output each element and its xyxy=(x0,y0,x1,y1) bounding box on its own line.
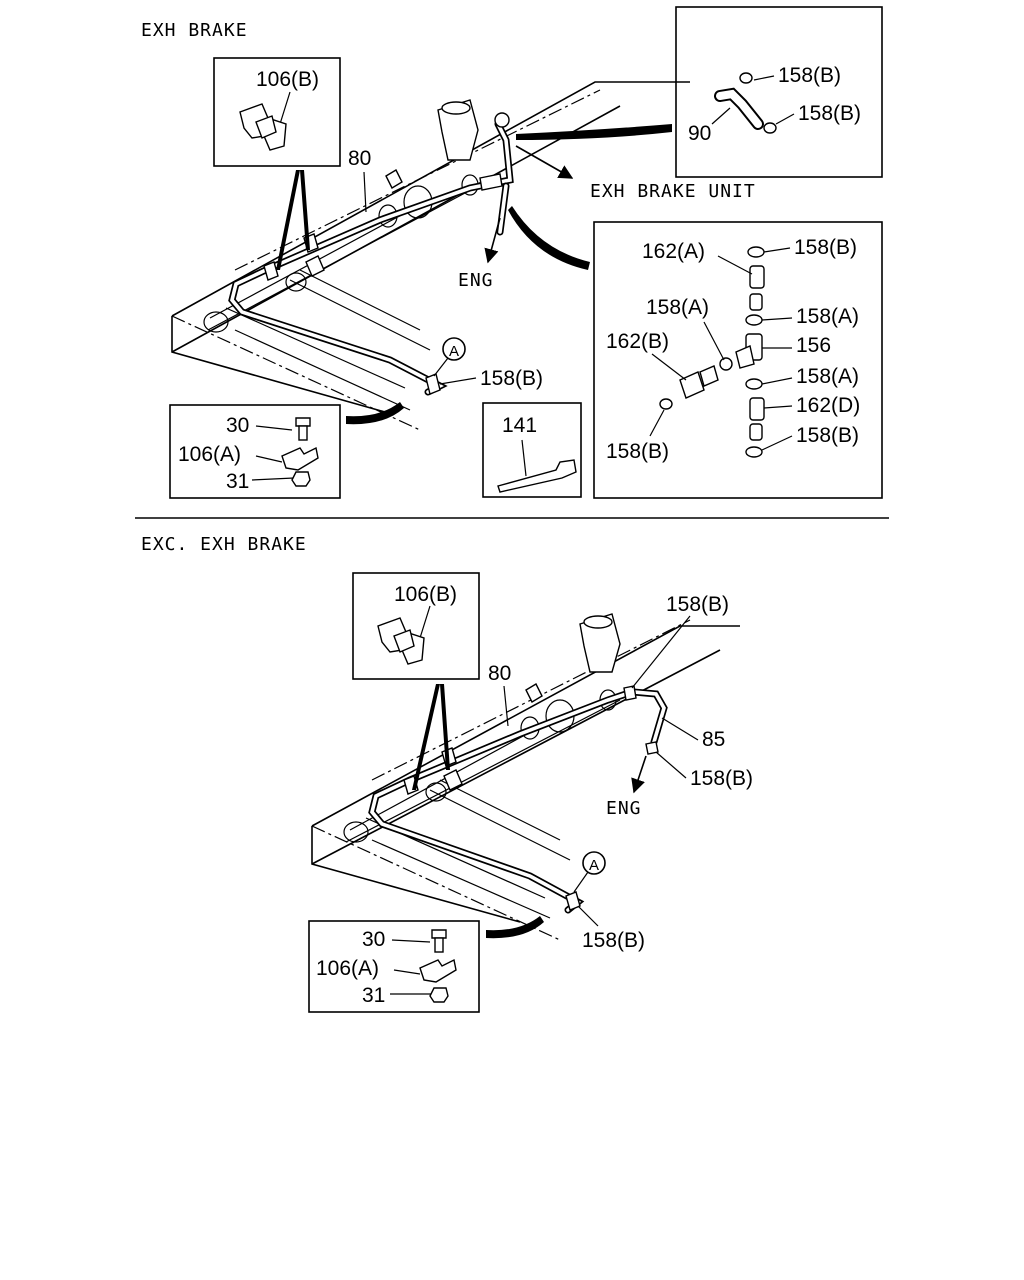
top-callout-162a: 162(A) xyxy=(642,240,705,263)
bottom-callout-158b-end: 158(B) xyxy=(582,929,645,952)
top-callout-30: 30 xyxy=(226,414,249,437)
bottom-circle-a-leader xyxy=(573,871,589,893)
bottom-callout-80: 80 xyxy=(488,662,511,685)
bottom-callout-106a: 106(A) xyxy=(316,957,379,980)
top-circle-a-label: A xyxy=(449,343,459,360)
bottom-callout-158b-eng: 158(B) xyxy=(690,767,753,790)
top-callout-80-leader xyxy=(363,171,367,213)
top-callout-158a-2: 158(A) xyxy=(796,305,859,328)
top-callout-158b-hose-1: 158(B) xyxy=(778,64,841,87)
top-callout-80: 80 xyxy=(348,147,371,170)
top-callout-162d: 162(D) xyxy=(796,394,860,417)
top-circle-a xyxy=(442,337,466,361)
top-pointer-to-bracket-box xyxy=(276,170,310,270)
bottom-eng-label: ENG xyxy=(606,798,642,819)
top-hose-90-box: 158(B) 158(B) 90 xyxy=(675,6,883,178)
section-title-exh-brake: EXH BRAKE xyxy=(141,20,248,41)
bottom-callout-85: 85 xyxy=(702,728,725,751)
top-callout-141: 141 xyxy=(502,414,537,437)
top-arrow-eng xyxy=(484,217,501,264)
top-callout-158a-1: 158(A) xyxy=(646,296,709,319)
top-callout-158b-end: 158(B) xyxy=(480,367,543,390)
top-callout-106b: 106(B) xyxy=(256,68,319,91)
top-callout-158b-2: 158(B) xyxy=(796,424,859,447)
top-callout-90: 90 xyxy=(688,122,711,145)
bottom-callout-30: 30 xyxy=(362,928,385,951)
bottom-pointer-to-bracket-box xyxy=(412,684,450,790)
top-pointer-to-hose-box xyxy=(516,124,672,140)
top-pointer-to-unit-box xyxy=(508,206,590,270)
bottom-pipe-80 xyxy=(368,685,668,914)
bottom-arrow-eng xyxy=(631,755,647,794)
bottom-pointer-to-clamp-box xyxy=(486,916,544,939)
bottom-circle-a-label: A xyxy=(589,857,599,874)
bottom-callout-31: 31 xyxy=(362,984,385,1007)
top-eng-label: ENG xyxy=(458,270,494,291)
section-title-exc-exh-brake: EXC. EXH BRAKE xyxy=(141,534,307,555)
top-pointer-to-clamp-box xyxy=(346,402,404,425)
top-circle-a-leader xyxy=(433,357,449,377)
bottom-circle-a xyxy=(582,851,606,875)
bottom-callout-106b: 106(B) xyxy=(394,583,457,606)
top-callout-158b-1: 158(B) xyxy=(794,236,857,259)
top-unit-hoses-box: 162(A) 158(B) 158(A) 158(A) 162(B) 156 1… xyxy=(593,221,883,499)
bottom-clamp-box: 30 106(A) 31 xyxy=(308,920,480,1013)
bottom-bracket-106b-box: 106(B) xyxy=(352,572,480,680)
top-callout-31: 31 xyxy=(226,470,249,493)
bottom-callout-158b-top: 158(B) xyxy=(666,593,729,616)
top-callout-162b: 162(B) xyxy=(606,330,669,353)
top-tie-141-box: 141 xyxy=(482,402,582,498)
top-arrow-exh-brake-unit xyxy=(515,145,574,179)
top-clamp-box: 30 106(A) 31 xyxy=(169,404,341,499)
bottom-frame-rail xyxy=(311,613,740,941)
top-callout-158a-3: 158(A) xyxy=(796,365,859,388)
top-callout-158b-hose-2: 158(B) xyxy=(798,102,861,125)
top-callout-158b-end-leader xyxy=(439,377,477,385)
top-exh-brake-unit-label: EXH BRAKE UNIT xyxy=(590,181,756,202)
top-callout-106a: 106(A) xyxy=(178,443,241,466)
top-pipe-80 xyxy=(228,112,514,396)
top-callout-156: 156 xyxy=(796,334,831,357)
top-callout-158b-3: 158(B) xyxy=(606,440,669,463)
top-bracket-106b-box: 106(B) xyxy=(213,57,341,167)
